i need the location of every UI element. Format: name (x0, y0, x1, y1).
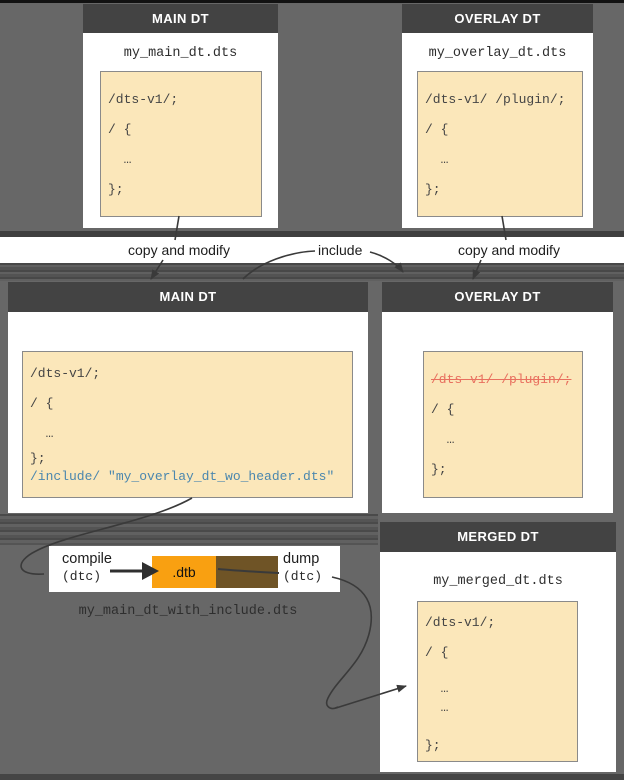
main-dt-with-include-box: MAIN DT my_main_dt_with_include.dts /dts… (8, 282, 368, 619)
artifact-strip (0, 263, 624, 281)
copy-and-modify-left-label: copy and modify (128, 242, 230, 258)
top-border-strip (0, 0, 624, 3)
code-line: }; (425, 181, 441, 197)
code-line: }; (431, 461, 447, 477)
code-line: / { (108, 121, 132, 137)
main-dt-source-box: MAIN DT my_main_dt.dts /dts-v1/; / { … }… (83, 4, 278, 228)
filename: my_overlay_dt.dts (428, 46, 567, 61)
box-header: MERGED DT (380, 522, 616, 552)
merged-dt-box: MERGED DT my_merged_dt.dts /dts-v1/; / {… (380, 522, 616, 772)
dump-dtc: (dtc) (283, 569, 323, 584)
code-line: / { (30, 395, 54, 411)
include-label: include (318, 242, 363, 258)
box-header: MAIN DT (8, 282, 368, 312)
dump-label: dump (dtc) (283, 551, 322, 585)
dtb-label: .dtb (172, 564, 196, 580)
artifact-strip (0, 514, 378, 545)
code-line: }; (108, 181, 124, 197)
copy-and-modify-right-label: copy and modify (458, 242, 560, 258)
box-header: OVERLAY DT (402, 4, 593, 33)
code-line: … (108, 151, 132, 167)
artifact-strip (0, 231, 624, 237)
code-line: /dts-v1/; (108, 91, 179, 107)
label-band: copy and modify include copy and modify (0, 237, 624, 263)
code-line: … (425, 151, 449, 167)
brown-artifact-patch (216, 556, 278, 588)
filename: my_merged_dt.dts (433, 574, 563, 589)
code-line: /dts-v1/ /plugin/; (425, 91, 566, 107)
code-line: /dts-v1/; (30, 365, 101, 381)
code-line: / { (431, 401, 455, 417)
dump-word: dump (283, 551, 320, 567)
code-line: / { (425, 121, 449, 137)
box-header: OVERLAY DT (382, 282, 613, 312)
box-header: MAIN DT (83, 4, 278, 33)
code-line: … (30, 425, 54, 441)
compile-label: compile (dtc) (62, 551, 112, 585)
overlay-dt-wo-header-box: OVERLAY DT my_overlay_dt_wo_header.dts /… (382, 282, 613, 619)
code-block: /dts-v1/; / { … … }; (417, 601, 578, 762)
code-block: /dts-v1/ /plugin/; / { … }; (423, 351, 583, 498)
filename: my_main_dt_with_include.dts (78, 604, 298, 619)
dtb-file-box: .dtb (152, 556, 216, 588)
code-block: /dts-v1/ /plugin/; / { … }; (417, 71, 583, 217)
compile-word: compile (62, 551, 112, 567)
dump-swoosh-curve (325, 576, 373, 710)
struck-code-line: /dts-v1/ /plugin/; (431, 371, 572, 387)
code-block: /dts-v1/; / { … }; (100, 71, 262, 217)
compile-dtc: (dtc) (62, 569, 102, 584)
overlay-dt-source-box: OVERLAY DT my_overlay_dt.dts /dts-v1/ /p… (402, 4, 593, 228)
code-block: /dts-v1/; / { … }; /include/ "my_overlay… (22, 351, 353, 498)
bottom-border-strip (0, 774, 624, 780)
code-line: / { (425, 644, 449, 660)
code-line: }; (425, 737, 441, 753)
include-code-line: /include/ "my_overlay_dt_wo_header.dts" (30, 468, 335, 484)
code-line: … (425, 680, 449, 696)
code-line: … (425, 700, 449, 715)
code-line: /dts-v1/; (425, 614, 496, 630)
code-line: … (431, 431, 455, 447)
filename: my_main_dt.dts (123, 46, 238, 61)
code-line: }; (30, 450, 46, 466)
